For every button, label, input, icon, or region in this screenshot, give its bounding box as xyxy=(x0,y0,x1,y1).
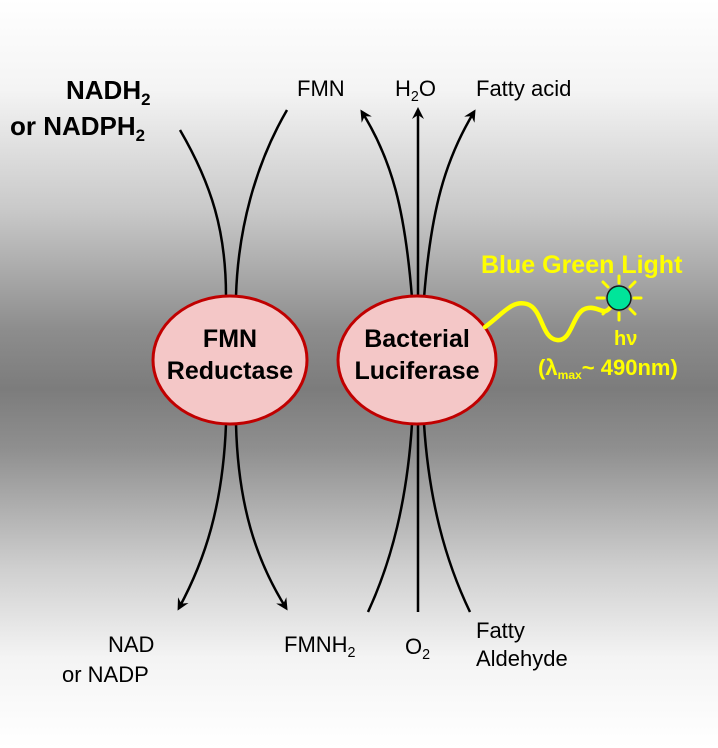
nad-label: NAD xyxy=(108,632,155,657)
luciferase-label: Bacterial Luciferase xyxy=(354,325,480,385)
fmn-top-label: FMN xyxy=(297,76,345,101)
fmn-reductase-ellipse xyxy=(151,294,309,426)
oxygen-label: O2 xyxy=(405,634,431,663)
fatty-aldehyde-line2: Aldehyde xyxy=(476,646,568,671)
photon-rays xyxy=(595,274,643,322)
fmn-input-curve xyxy=(234,109,289,297)
fmnh2-input-curve xyxy=(366,423,414,613)
fmnh2-output-arrow xyxy=(234,423,288,611)
light-title: Blue Green Light xyxy=(481,251,683,279)
fatty-aldehyde-line1: Fatty xyxy=(476,618,525,643)
nadh-input-curve xyxy=(178,129,228,297)
water-label: H2O xyxy=(395,76,436,105)
luciferase-ellipse xyxy=(336,294,498,426)
fatty-acid-output-arrow xyxy=(422,109,476,299)
aldehyde-input-curve xyxy=(422,423,472,613)
fatty-acid-label: Fatty acid xyxy=(476,76,572,101)
photon-dot xyxy=(606,285,632,311)
nad-output-arrow xyxy=(177,423,228,611)
fmn-output-arrow xyxy=(360,109,414,299)
hv-label: hν xyxy=(614,328,638,350)
fmn-reductase-label: FMN Reductase xyxy=(166,325,294,385)
fmnh2-label: FMNH2 xyxy=(284,632,356,661)
lambda-max-label: (λmax~ 490nm) xyxy=(538,355,678,383)
light-wave xyxy=(482,300,615,343)
nadph2-label: or NADPH2 xyxy=(10,111,146,145)
nadh2-label: NADH2 xyxy=(66,75,151,109)
nadp-label: or NADP xyxy=(62,662,149,687)
